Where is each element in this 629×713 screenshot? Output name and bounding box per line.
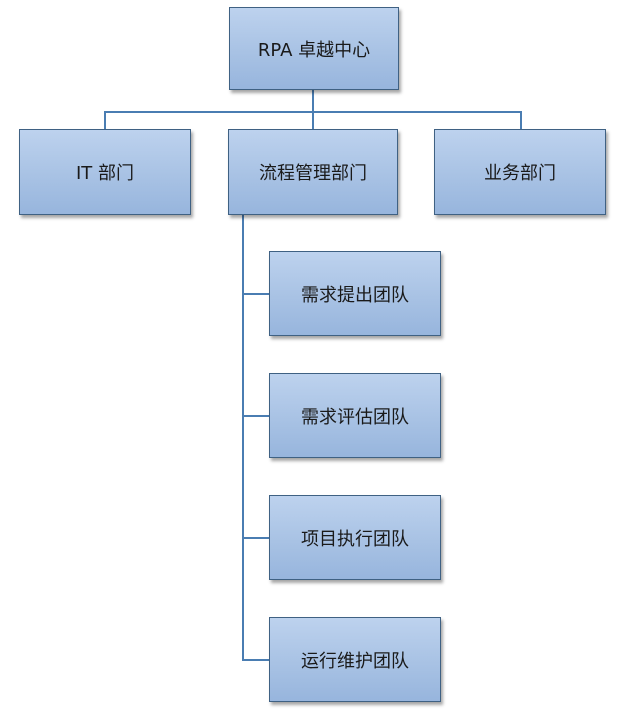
team-node-maintenance: 运行维护团队 (269, 617, 441, 702)
team-node-label: 需求提出团队 (301, 284, 409, 306)
team-node-evaluation: 需求评估团队 (269, 373, 441, 458)
team-node-label: 运行维护团队 (301, 650, 409, 672)
department-node-label: IT 部门 (75, 163, 135, 184)
connector-to-team-3 (242, 537, 269, 539)
connector-to-business (520, 111, 522, 129)
department-node-it: IT 部门 (19, 129, 191, 215)
connector-to-it (104, 111, 106, 129)
connector-to-team-1 (242, 293, 269, 295)
team-node-execution: 项目执行团队 (269, 495, 441, 580)
department-node-label: 业务部门 (484, 163, 556, 184)
department-node-business: 业务部门 (434, 129, 606, 215)
connector-team-spine (242, 215, 244, 661)
connector-to-team-4 (242, 659, 269, 661)
connector-to-team-2 (242, 415, 269, 417)
team-node-request: 需求提出团队 (269, 251, 441, 336)
team-node-label: 需求评估团队 (301, 406, 409, 428)
team-node-label: 项目执行团队 (301, 528, 409, 550)
department-node-label: 流程管理部门 (259, 163, 367, 184)
connector-root-down (312, 90, 314, 112)
department-node-process: 流程管理部门 (228, 129, 398, 215)
connector-to-process (312, 111, 314, 129)
root-node-label: RPA 卓越中心 (257, 39, 371, 61)
root-node: RPA 卓越中心 (229, 7, 399, 90)
